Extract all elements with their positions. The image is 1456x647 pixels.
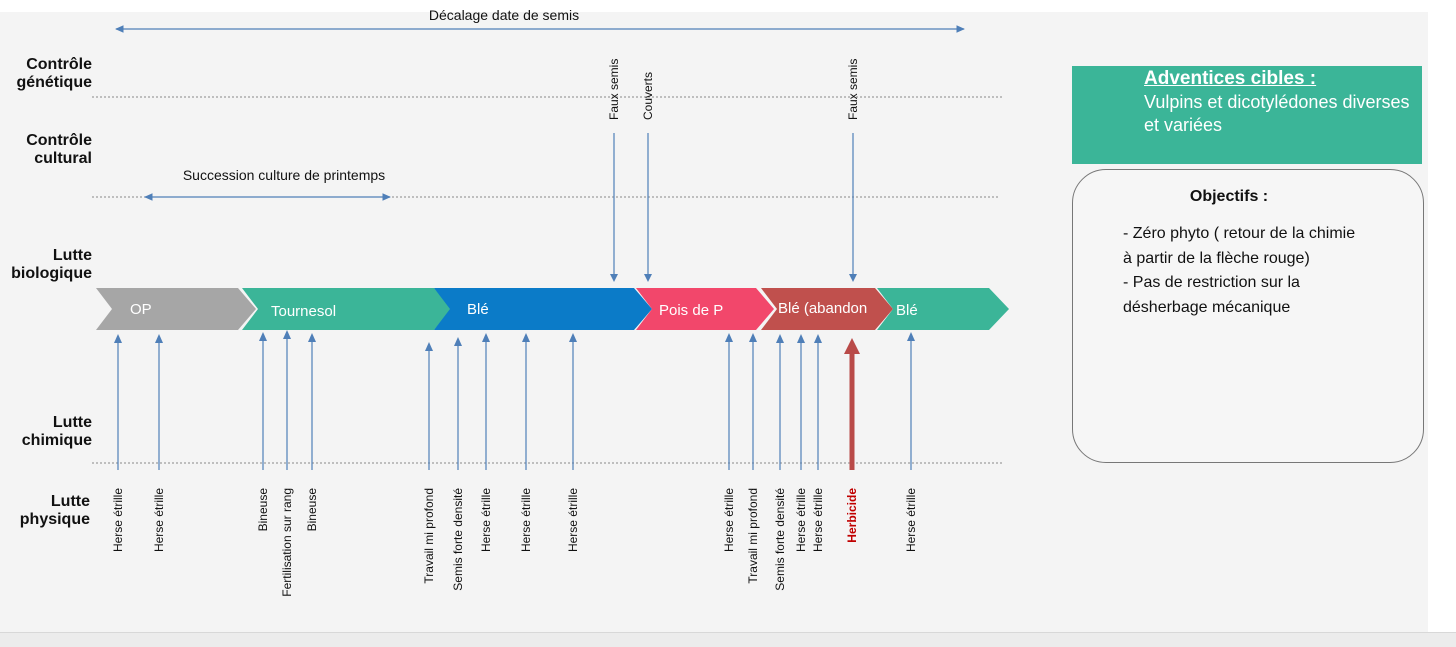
bottom-arrow: Bineuse: [305, 333, 319, 531]
target-weeds-box: Adventices cibles : Vulpins et dicotyléd…: [1072, 66, 1422, 164]
bottom-arrow: Travail mi profond: [746, 333, 760, 584]
top-arrow: Faux semis: [846, 59, 860, 282]
row-label-genetique: Contrôle génétique: [16, 56, 92, 91]
bottom-arrow: Herse étrille: [794, 334, 808, 552]
objectives-box: Objectifs : - Zéro phyto ( retour de la …: [1072, 169, 1424, 463]
bottom-arrow: Herse étrille: [811, 334, 825, 552]
top-arrow-label: Faux semis: [607, 59, 621, 120]
bottom-arrow-label: Travail mi profond: [422, 488, 436, 584]
bottom-arrow: Herse étrille: [519, 333, 533, 552]
bottom-arrow-label: Fertilisation sur rang: [280, 488, 294, 597]
row-label-physique: Lutte physique: [19, 493, 90, 528]
bottom-arrow: Herse étrille: [566, 333, 580, 552]
herbicide-label: Herbicide: [845, 488, 859, 543]
succession-label: Succession culture de printemps: [183, 167, 385, 183]
bottom-arrow: Herse étrille: [722, 333, 736, 552]
bottom-arrow-label: Bineuse: [256, 488, 270, 532]
bottom-arrow-label: Travail mi profond: [746, 488, 760, 584]
crop-shape-op: [96, 288, 256, 330]
bottom-arrow-label: Herse étrille: [479, 488, 493, 552]
bottom-arrow-label: Semis forte densité: [773, 488, 787, 591]
bottom-arrow-label: Herse étrille: [904, 488, 918, 552]
objectives-title: Objectifs :: [1189, 188, 1269, 205]
crop-label-ble-abandon: Blé (abandon: [778, 300, 867, 317]
top-arrow: Faux semis: [607, 59, 621, 282]
herbicide-arrow: Herbicide: [844, 338, 860, 543]
crop-band: [96, 288, 1009, 330]
objective-item: - Pas de restriction sur la désherbage m…: [1123, 274, 1300, 316]
bottom-arrow: Semis forte densité: [773, 334, 787, 591]
crop-label-ble-2: Blé: [896, 302, 918, 319]
separators: [92, 96, 1003, 464]
crop-shape-ble-1: [434, 288, 652, 330]
crop-label-op: OP: [130, 301, 152, 318]
bottom-arrow-label: Herse étrille: [566, 488, 580, 552]
bottom-arrow-label: Herse étrille: [152, 488, 166, 552]
row-label-biologique: Lutte biologique: [11, 247, 92, 282]
crop-shape-tournesol: [242, 288, 452, 330]
top-intervention-arrows: Faux semis Couverts Faux semis: [607, 59, 860, 282]
bottom-arrow-label: Herse étrille: [794, 488, 808, 552]
bottom-arrow: Herse étrille: [479, 333, 493, 552]
row-label-cultural: Contrôle cultural: [26, 132, 92, 167]
bottom-arrow: Herse étrille: [111, 334, 125, 552]
title-text: Décalage date de semis: [429, 7, 579, 23]
bottom-arrow: Bineuse: [256, 332, 270, 531]
bottom-arrow-label: Herse étrille: [811, 488, 825, 552]
right-gutter: [1428, 0, 1456, 632]
crop-label-pois: Pois de P: [659, 302, 723, 319]
crop-shape-ble-2: [877, 288, 1009, 330]
bottom-arrow: Semis forte densité: [451, 337, 465, 591]
objective-item: - Zéro phyto ( retour de la chimie à par…: [1123, 225, 1356, 267]
bottom-arrow-label: Herse étrille: [519, 488, 533, 552]
row-label-chimique: Lutte chimique: [21, 414, 92, 449]
bottom-arrow: Herse étrille: [152, 334, 166, 552]
crop-label-ble-1: Blé: [467, 301, 489, 318]
bottom-arrow-label: Herse étrille: [111, 488, 125, 552]
bottom-arrow-label: Herse étrille: [722, 488, 736, 552]
crop-labels: OP Tournesol Blé Pois de P Blé (abandon …: [130, 300, 918, 320]
bottom-arrow: Travail mi profond: [422, 342, 436, 584]
crop-shape-ble-abandon: [761, 288, 893, 330]
bottom-arrow-label: Bineuse: [305, 488, 319, 532]
crop-label-tournesol: Tournesol: [271, 303, 336, 320]
horizontal-scrollbar[interactable]: [0, 632, 1456, 647]
target-weeds-text: Vulpins et dicotylédones diverses et var…: [1144, 92, 1410, 135]
objectives-list: - Zéro phyto ( retour de la chimie à par…: [1123, 222, 1363, 320]
target-weeds-title: Adventices cibles :: [1144, 68, 1317, 89]
top-arrow-label: Couverts: [641, 72, 655, 120]
top-arrow-label: Faux semis: [846, 59, 860, 120]
top-arrow: Couverts: [641, 72, 655, 282]
bottom-arrow-label: Semis forte densité: [451, 488, 465, 591]
crop-shape-pois: [636, 288, 774, 330]
bottom-arrow: Fertilisation sur rang: [280, 330, 294, 597]
bottom-arrow: Herse étrille: [904, 332, 918, 552]
